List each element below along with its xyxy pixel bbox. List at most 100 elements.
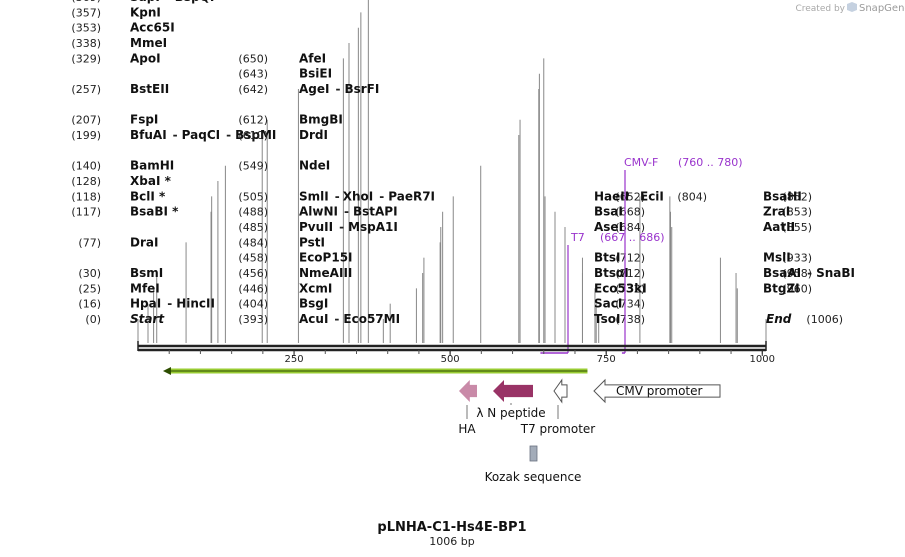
site-position: (933) <box>782 252 812 265</box>
enzyme-label: Eco53kI <box>594 281 647 295</box>
site-enzyme-names: BtgZI <box>763 281 800 295</box>
enzyme-label: FspI <box>130 113 158 127</box>
enzyme-label: SapI <box>130 0 160 4</box>
enzyme-label: TsoI <box>594 312 620 326</box>
site-enzyme-names: TsoI <box>594 312 620 326</box>
site-mfei: (25)MfeI <box>78 281 159 295</box>
enzyme-label: BspMI <box>235 128 276 142</box>
site-enzyme-names: BsaAI-SnaBI <box>763 266 855 280</box>
site-tsoi: (738)TsoI <box>594 312 645 326</box>
enzyme-label: Acc65I <box>130 21 175 35</box>
site-position: (77) <box>78 236 101 249</box>
site-enzyme-names: BsgI <box>299 297 328 311</box>
enzyme-label: SmlI <box>299 189 329 203</box>
site-enzyme-names: BsiEI <box>299 67 332 81</box>
feature-label: T7 promoter <box>520 422 596 436</box>
site-enzyme-names: HaeII <box>594 189 629 203</box>
enzyme-label: XbaI * <box>130 174 172 188</box>
site-position: (140) <box>71 160 101 173</box>
site-position: (712) <box>615 267 645 280</box>
site-fspi: (207) FspI <box>71 113 158 127</box>
enzyme-label: BsiEI <box>299 67 332 81</box>
enzyme-label: BsaHI <box>763 189 802 203</box>
site-enzyme-names: AcuI-Eco57MI <box>299 312 400 326</box>
site-bamhi: (140) BamHI <box>71 159 174 173</box>
enzyme-label: BtgZI <box>763 281 800 295</box>
site-position: (853) <box>782 206 812 219</box>
site-position: (118) <box>71 190 101 203</box>
site-eco53ki: (732)Eco53kI <box>594 281 647 295</box>
site-position: (612) <box>238 114 268 127</box>
site-kpni: (357)KpnI <box>71 5 161 19</box>
ruler-tick-label: 1000 <box>750 354 775 365</box>
site-alwni: (488)AlwNI-BstAPI <box>238 205 397 219</box>
site-position: (404) <box>238 298 268 311</box>
primer-cmv-f: CMV-F(760 .. 780) <box>621 156 743 354</box>
site-enzyme-names: BsaI <box>594 205 623 219</box>
orf-arrowhead <box>162 367 171 375</box>
enzyme-label: BtsαI <box>594 266 629 280</box>
enzyme-label: BclI * <box>130 189 166 203</box>
site-enzyme-names: MmeI <box>130 36 167 50</box>
map-title: pLNHA-C1-Hs4E-BP1 <box>377 520 526 535</box>
enzyme-label: BsmI <box>130 266 163 280</box>
site-apoi: (329)ApoI <box>71 51 160 65</box>
site-position: (207) <box>71 114 101 127</box>
site-btgzi: (960)BtgZI <box>763 281 812 295</box>
site-enzyme-names: BfuAI-PaqCI-BspMI <box>130 128 276 142</box>
enzyme-label: MslI <box>763 251 791 265</box>
site-position: (446) <box>238 282 268 295</box>
site-position: (393) <box>238 313 268 326</box>
site-position: (257) <box>71 83 101 96</box>
enzyme-label: HincII <box>176 297 215 311</box>
site-enzyme-names: NmeAIII <box>299 266 352 280</box>
site-position: (117) <box>71 206 101 219</box>
primer-range: (760 .. 780) <box>678 156 743 169</box>
site-enzyme-names: BtsI <box>594 251 621 265</box>
site-position: (732) <box>615 282 645 295</box>
enzyme-label: KpnI <box>130 5 161 19</box>
site-enzyme-names: BsmI <box>130 266 163 280</box>
enzyme-label: PaqCI <box>182 128 220 142</box>
site-position: (485) <box>238 221 268 234</box>
site-enzyme-names: KpnI <box>130 5 161 19</box>
feature-arrow <box>553 378 568 404</box>
feature-ha: HA <box>458 380 477 436</box>
site-enzyme-names: AgeI-BsrFI <box>299 82 379 96</box>
site-position: (549) <box>238 160 268 173</box>
enzyme-label: BamHI <box>130 159 174 173</box>
site-enzyme-names: SacI <box>594 297 622 311</box>
site-bfuai: (199)BfuAI-PaqCI-BspMI <box>71 128 276 142</box>
site-position: (0) <box>85 313 101 326</box>
site-enzyme-names: BamHI <box>130 159 174 173</box>
site-mmei: (338) MmeI <box>71 36 167 50</box>
site-bsabi: (117)BsaBI * <box>71 205 179 219</box>
site-aatii: (855)AatII <box>763 220 812 234</box>
site-pvuii: (485) PvuII-MspA1I <box>238 220 397 234</box>
site-enzyme-names: AlwNI-BstAPI <box>299 205 398 219</box>
enzyme-label: AfeI <box>299 51 326 65</box>
enzyme-site-lines <box>137 0 767 343</box>
site-enzyme-names: BstEII <box>130 82 169 96</box>
ruler-tick-label: 500 <box>441 354 460 365</box>
site-enzyme-names: PvuII-MspA1I <box>299 220 398 234</box>
enzyme-label: End <box>766 312 792 326</box>
site-ecop15i: (458)EcoP15I <box>238 251 352 265</box>
credit-prefix: Created by <box>795 4 845 14</box>
primer-annotations: CMV-F(760 .. 780)T7(667 .. 686) <box>540 156 743 354</box>
site-start: (0)Start <box>85 312 165 326</box>
site-enzyme-names: MslI <box>763 251 791 265</box>
enzyme-label: HpaI <box>130 297 161 311</box>
site-drdi: (610)DrdI <box>238 128 328 142</box>
enzyme-label: XcmI <box>299 281 332 295</box>
feature-cmv-promoter: CMV promoter <box>593 378 721 404</box>
feature-arrow <box>593 378 721 404</box>
site-zrai: (853)ZraI <box>763 205 812 219</box>
site-enzyme-names: FspI <box>130 113 158 127</box>
enzyme-label: EcoP15I <box>299 251 353 265</box>
ruler-tick-label: 750 <box>597 354 616 365</box>
site-position: (338) <box>71 37 101 50</box>
